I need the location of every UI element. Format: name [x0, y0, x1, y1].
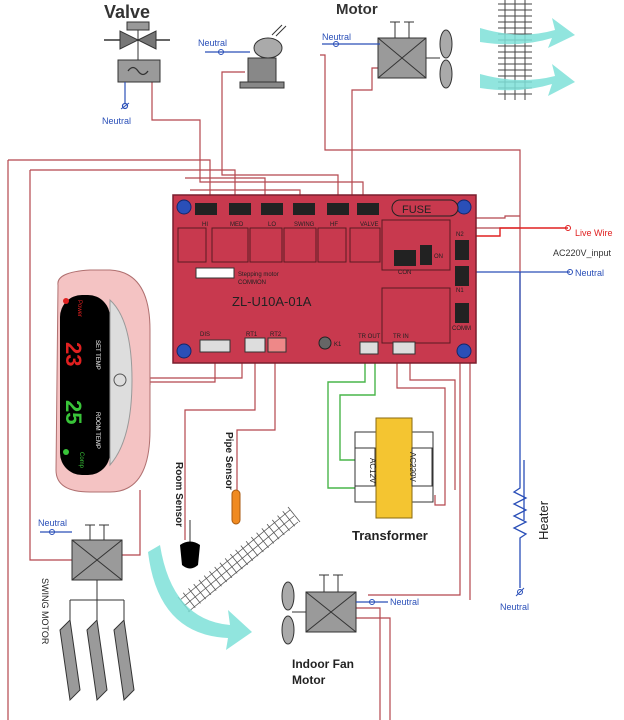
relay-label-lo: LO [268, 222, 276, 228]
main-neutral-label: Neutral [575, 268, 604, 278]
live-terminal [565, 225, 571, 231]
ac-input-label: AC220V_input [553, 248, 612, 258]
pipe-sensor-title: Pipe Sensor [223, 432, 234, 490]
pump-neutral-label: Neutral [198, 38, 227, 48]
live-wire-label: Live Wire [575, 228, 613, 238]
blue-wires [462, 271, 570, 520]
green-wires [327, 360, 376, 489]
control-board [172, 194, 477, 364]
relay-terminal [261, 203, 283, 215]
relay-terminal [327, 203, 349, 215]
fan-title-line2: Motor [292, 673, 326, 687]
red-wires [7, 54, 521, 720]
evap-rung [271, 519, 285, 536]
relay-terminal [357, 203, 379, 215]
relay-terminal [195, 203, 217, 215]
valve-neutral-label: Neutral [102, 116, 131, 126]
board-model-label: ZL-U10A-01A [232, 294, 312, 309]
rt2-label: RT2 [270, 332, 282, 338]
airflow-arrow-top [480, 18, 575, 48]
tr-in-label: TR IN [393, 334, 409, 340]
tr-out-label: TR OUT [358, 334, 381, 340]
motor-title: Motor [336, 1, 378, 18]
motor-symbol [322, 21, 453, 89]
evap-rung [188, 588, 201, 604]
evap-rung [209, 571, 222, 587]
evap-rung [261, 528, 275, 544]
heater-title: Heater [536, 500, 551, 540]
live-wire [462, 227, 568, 237]
panel-comp-label: Comp [78, 452, 84, 469]
airflow-arrow-bottom-curve [148, 545, 252, 650]
panel-set-temp-label: SET TEMP [94, 340, 100, 370]
swing-motor-symbol [40, 524, 135, 702]
swing-motor-title: SWING MOTOR [40, 578, 50, 645]
main-neutral-terminal [567, 269, 573, 275]
evap-rung [251, 536, 264, 553]
n1-label: N1 [456, 288, 464, 294]
n2-label: N2 [456, 232, 464, 238]
room-temp-value: 25 [61, 400, 86, 424]
dis-label: DIS [200, 332, 210, 338]
heater-neutral-label: Neutral [500, 602, 529, 612]
relay-label-hf: HF [330, 222, 338, 228]
relay-terminal [229, 203, 251, 215]
relay-terminal [293, 203, 315, 215]
indoor-fan-motor-symbol [281, 574, 388, 645]
stepping-motor-label: Stepping motor [238, 272, 279, 278]
fan-neutral-label: Neutral [390, 597, 419, 607]
pump-symbol [205, 24, 287, 89]
evap-rung [277, 515, 290, 531]
relay-label-hi: HI [202, 222, 208, 228]
panel-power-label: Power [76, 300, 82, 317]
relay-label-swing: SWING [294, 222, 315, 228]
fan-title-line1: Indoor Fan [292, 657, 354, 671]
fuse-label: FUSE [402, 204, 431, 216]
con-label: CON [398, 270, 411, 276]
valve-title: Valve [104, 2, 150, 22]
evap-rung [230, 553, 243, 570]
airflow-arrow-bottom [480, 64, 575, 96]
evap-rung [240, 545, 254, 561]
control-panel [55, 269, 151, 493]
valve-symbol [104, 21, 170, 110]
transformer-ac220-label: AC220V [408, 452, 417, 482]
on-label: ON [434, 254, 443, 260]
motor-neutral-label: Neutral [322, 32, 351, 42]
evap-rung [203, 575, 217, 591]
evap-rung [282, 511, 296, 527]
relay-label-med: MED [230, 222, 244, 228]
transformer-symbol [354, 417, 434, 519]
heater-symbol [512, 460, 528, 597]
rt1-label: RT1 [246, 332, 258, 338]
room-sensor-title: Room Sensor [173, 462, 184, 527]
pipe-sensor-symbol [231, 489, 241, 525]
relay-label-valve: VALVE [360, 222, 378, 228]
transformer-title: Transformer [352, 528, 428, 543]
evap-rung [224, 558, 238, 574]
room-sensor-symbol [180, 520, 200, 569]
evap-rung [193, 583, 207, 600]
evap-rung [235, 549, 248, 566]
evap-rung [182, 592, 196, 608]
evap-rung [198, 579, 212, 596]
stepping-common-label: COMMON [238, 280, 266, 286]
evap-rung [214, 566, 227, 583]
evap-rung [266, 523, 280, 540]
evap-rung [219, 562, 233, 578]
swing-neutral-label: Neutral [38, 518, 67, 528]
evap-rung [245, 541, 259, 557]
k1-label: K1 [334, 342, 342, 348]
set-temp-value: 23 [61, 342, 86, 366]
evap-rung [287, 506, 301, 523]
comm-label: COMM [452, 326, 471, 332]
transformer-ac12-label: AC12V [368, 458, 377, 484]
evap-rung [256, 532, 269, 548]
panel-room-temp-label: ROOM TEMP [94, 412, 100, 449]
labels: Valve Motor Neutral Neutral Neutral Live… [38, 1, 613, 687]
